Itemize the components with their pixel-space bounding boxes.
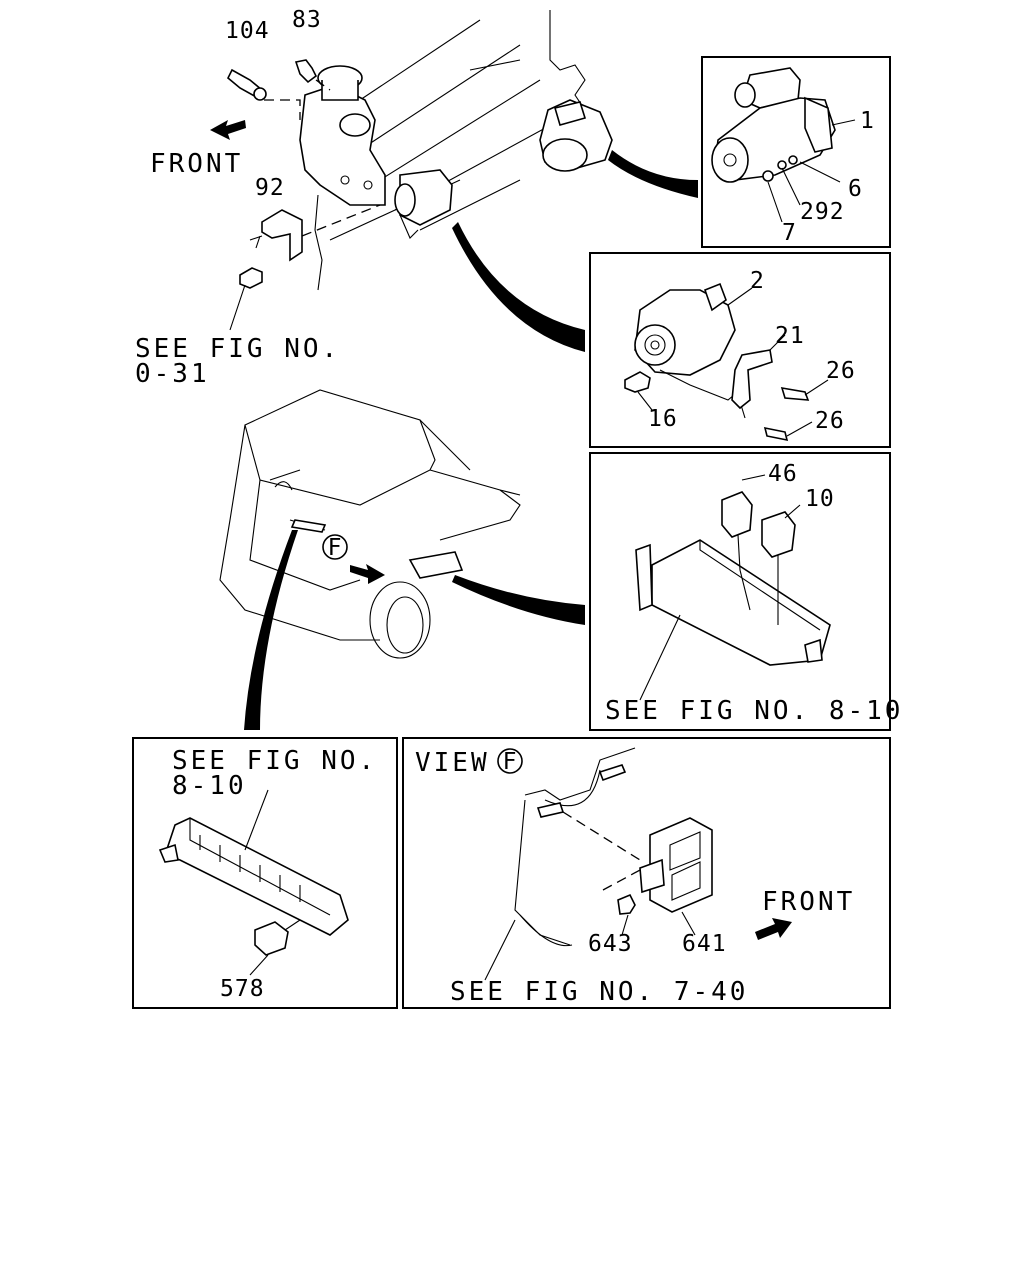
label-2: 2 xyxy=(750,268,765,294)
view-f-box xyxy=(402,737,891,1009)
label-see-fig-810-right: SEE FIG NO. 8-10 xyxy=(605,696,903,726)
circled-f-icon: F xyxy=(322,534,348,561)
arrow-right-icon xyxy=(350,564,385,584)
label-83: 83 xyxy=(292,7,322,33)
label-578: 578 xyxy=(220,976,265,1002)
label-front-bottom: FRONT xyxy=(762,887,855,917)
label-see-fig-031-line2: 0-31 xyxy=(135,359,210,389)
label-6: 6 xyxy=(848,176,863,202)
starter-box xyxy=(701,56,891,248)
label-10: 10 xyxy=(805,486,835,512)
arrow-left-icon xyxy=(210,120,246,140)
label-26-lower: 26 xyxy=(815,408,845,434)
truck-drawing xyxy=(219,389,521,659)
label-641: 641 xyxy=(682,931,727,957)
label-26-upper: 26 xyxy=(826,358,856,384)
label-292: 292 xyxy=(800,199,845,225)
view-f-letter: F xyxy=(503,749,518,775)
label-7: 7 xyxy=(782,220,797,246)
label-front-top: FRONT xyxy=(150,149,243,179)
relay-bracket-box xyxy=(132,737,398,1009)
engine-overview xyxy=(227,10,613,331)
relay-tray-box xyxy=(589,452,891,731)
label-see-fig-810-left-line2: 8-10 xyxy=(172,771,247,801)
label-46: 46 xyxy=(768,461,798,487)
label-104: 104 xyxy=(225,18,270,44)
label-21: 21 xyxy=(775,323,805,349)
label-see-fig-031-line1: SEE FIG NO. xyxy=(135,334,340,364)
label-view: VIEW xyxy=(415,748,490,778)
label-1: 1 xyxy=(860,108,875,134)
alternator-box xyxy=(589,252,891,448)
label-92: 92 xyxy=(255,175,285,201)
truck-f-marker: F xyxy=(328,535,343,561)
view-f-marker-icon: F xyxy=(497,748,523,775)
label-643: 643 xyxy=(588,931,633,957)
label-see-fig-810-left-line1: SEE FIG NO. xyxy=(172,746,377,776)
label-16: 16 xyxy=(648,406,678,432)
arrow-right-icon xyxy=(755,918,792,940)
label-see-fig-740: SEE FIG NO. 7-40 xyxy=(450,977,748,1007)
